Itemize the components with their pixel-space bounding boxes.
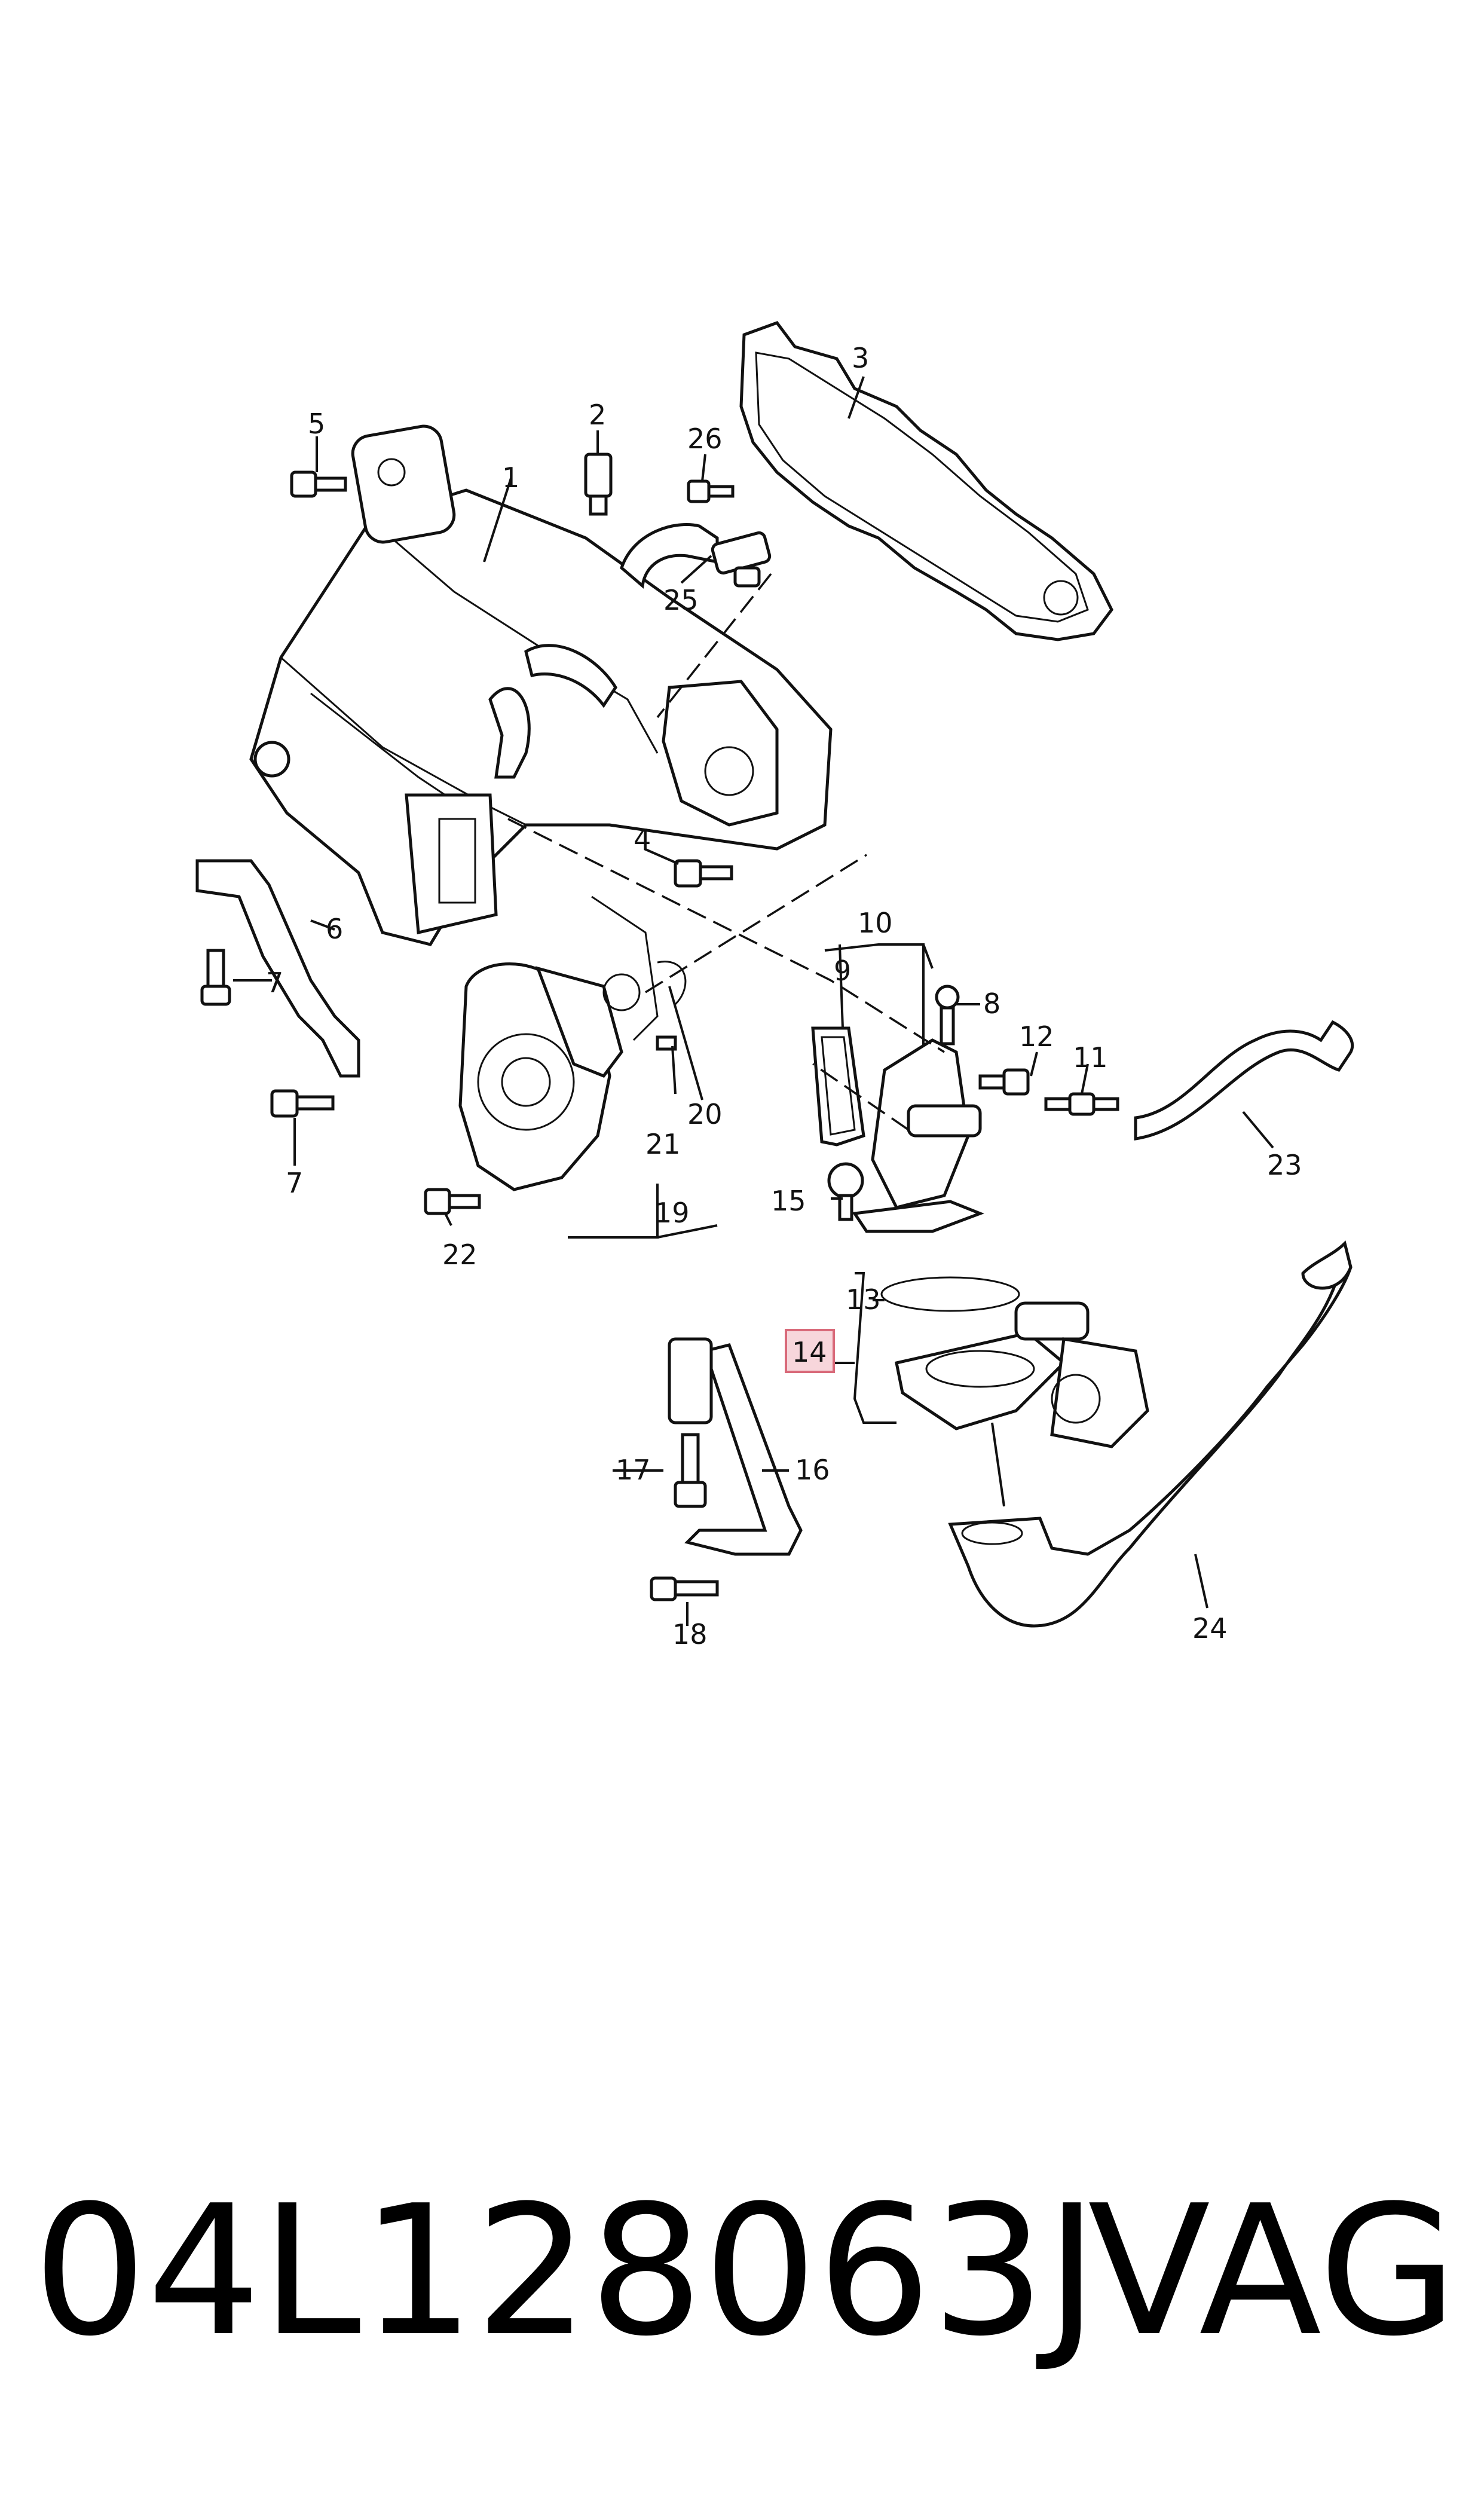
callout-17: 17 [616,1454,651,1486]
part-4-bolt [674,859,733,888]
callout-2: 2 [589,399,606,431]
part-10-housing [852,1038,984,1233]
part-23-hose [1134,1020,1354,1141]
part-5-bolt [290,470,347,498]
callout-23: 23 [1267,1149,1302,1181]
part-11-sensor [1044,1092,1119,1116]
part-16-bracket [684,1343,803,1556]
callout-5: 5 [308,408,325,440]
part-2-sensor [584,453,613,516]
callout-20: 20 [687,1098,723,1130]
callout-26: 26 [687,423,723,455]
part-12-bolt [978,1068,1030,1096]
dashed-connectors [507,573,945,1131]
callout-7b: 7 [286,1167,303,1199]
part-7-bolt-upper [200,949,231,1006]
part-26-bolt [687,479,735,503]
part-15-bolt [827,1162,864,1221]
callout-19: 19 [654,1197,690,1229]
part-3-gasket [739,321,1113,641]
callout-1: 1 [502,461,519,494]
callout-8: 8 [983,988,1000,1020]
callout-10: 10 [858,907,893,939]
part-8-valve [935,985,960,1045]
part-13-o-ring [880,1276,1020,1312]
part-1-egr-cooler [249,424,833,946]
part-number: 04L128063J [33,2167,1099,2376]
part-9-gasket [811,1026,865,1147]
callout-15: 15 [771,1185,806,1217]
callout-labels: 1 2 3 4 5 6 7 7 8 9 10 11 12 13 14 15 16… [266,342,1302,1650]
brand-name: VAG [1088,2167,1458,2376]
part-19-egr-valve [458,895,659,1191]
callout-11: 11 [1073,1041,1108,1074]
leader-lines [233,376,1274,1626]
callout-4: 4 [634,823,651,855]
callout-6: 6 [326,913,343,945]
highlight-box-14 [785,1329,835,1373]
part-24-pipe [948,1240,1353,1628]
part-20-gasket [657,961,687,1005]
part-18-bolt [650,1576,719,1601]
callout-14: 14 [792,1336,827,1368]
callout-24: 24 [1192,1612,1228,1644]
callout-9: 9 [834,955,851,987]
footer-caption: 04L128063J VAG [0,2146,1484,2397]
callout-22: 22 [442,1239,478,1271]
callout-3: 3 [852,342,869,374]
callout-7a: 7 [266,967,283,999]
part-14-cooler-valve [895,1301,1149,1448]
callout-18: 18 [672,1618,708,1650]
part-6-bracket [195,859,360,1078]
callout-13: 13 [846,1283,881,1316]
callout-12: 12 [1019,1020,1054,1053]
callout-16: 16 [795,1454,830,1486]
part-21-pin [656,1035,677,1051]
part-25-hose [620,523,772,589]
part-22-bolt [424,1188,481,1215]
part-17-spacer-bolt [668,1337,713,1508]
callout-21: 21 [645,1128,681,1160]
part-7-bolt-lower [270,1089,335,1118]
callout-25: 25 [663,584,699,616]
